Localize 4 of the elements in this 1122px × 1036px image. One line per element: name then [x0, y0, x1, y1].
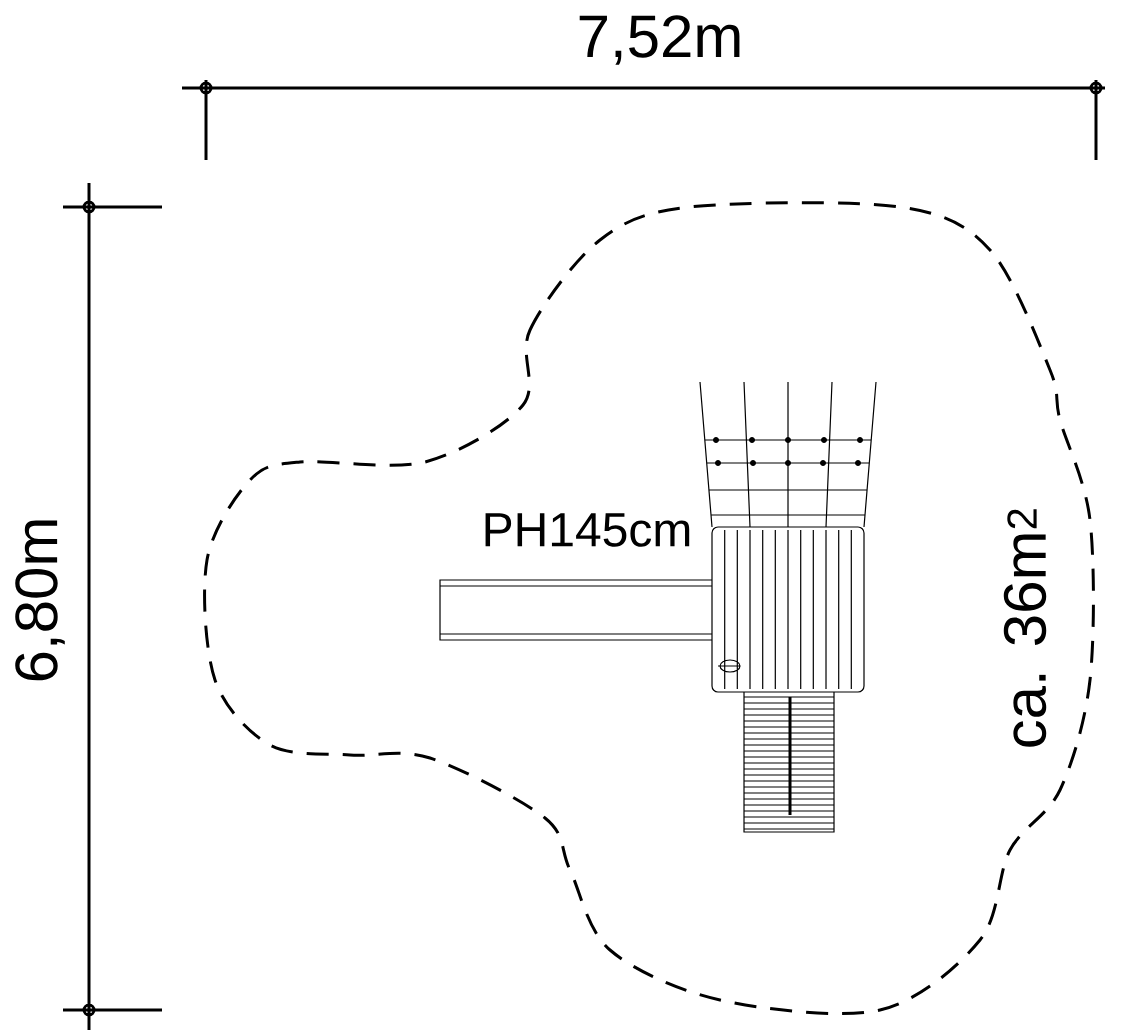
dimension-label: 6,80m — [15, 520, 65, 681]
area-label: ca. 36m$^{2}$ — [1003, 509, 1047, 747]
dimension-label: 7,52m — [579, 15, 740, 65]
height-label: PH145cm — [485, 513, 690, 547]
